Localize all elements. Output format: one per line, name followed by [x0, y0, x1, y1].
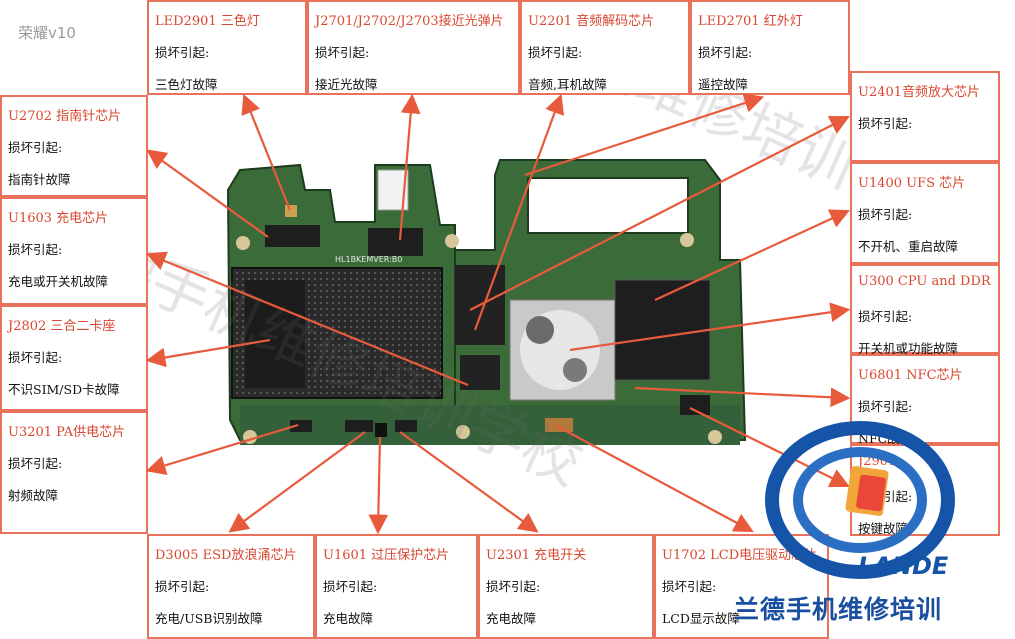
brand-tag: 荣耀v10 [18, 24, 76, 42]
component-title: U2702 指南针芯片 [8, 109, 122, 124]
component-title: U6801 NFC芯片 [858, 368, 963, 383]
component-fault: 充电故障 [323, 611, 374, 626]
component-cause: 损坏引起: [155, 45, 210, 60]
component-cause: 损坏引起: [858, 399, 913, 414]
board-cutout [527, 177, 689, 234]
component-d3005: D3005 ESD放浪涌芯片 损坏引起: 充电/USB识别故障 [147, 534, 315, 639]
component-cause: 损坏引起: [698, 45, 753, 60]
component-j2802: J2802 三合二卡座 损坏引起: 不识SIM/SD卡故障 [0, 305, 148, 411]
sim-connector [245, 280, 305, 388]
component-cause: 损坏引起: [528, 45, 583, 60]
component-title: U1603 充电芯片 [8, 211, 109, 226]
component-fault: 接近光故障 [315, 77, 378, 92]
component-title: U1601 过压保护芯片 [323, 548, 450, 563]
component-cause: 损坏引起: [323, 579, 378, 594]
component-cause: 损坏引起: [155, 579, 210, 594]
component-fault: 按键故障 [858, 521, 909, 536]
component-title: U2201 音频解码芯片 [528, 14, 655, 29]
component-cause: 损坏引起: [8, 350, 63, 365]
component-u2201: U2201 音频解码芯片 损坏引起: 音频,耳机故障 [520, 0, 690, 95]
component-title: U1702 LCD电压驱动芯片 [662, 548, 818, 563]
component-u2401: U2401音频放大芯片 损坏引起: [850, 71, 1000, 162]
component-u1400: U1400 UFS 芯片 损坏引起: 不开机、重启故障 [850, 162, 1000, 264]
component-fault: 不识SIM/SD卡故障 [8, 382, 120, 397]
component-cause: 损坏引起: [8, 242, 63, 257]
company-name: 兰德手机维修培训 [734, 595, 943, 624]
component-title: D3005 ESD放浪涌芯片 [155, 548, 297, 563]
component-title: U2301 充电开关 [486, 548, 587, 563]
component-fault: 射频故障 [8, 488, 59, 503]
ddr-chip [614, 279, 711, 381]
component-fault: 充电故障 [486, 611, 537, 626]
component-title: J2802 三合二卡座 [8, 319, 116, 334]
component-u1603: U1603 充电芯片 损坏引起: 充电或开关机故障 [0, 197, 148, 305]
proximity-contacts [368, 228, 423, 256]
component-cause: 损坏引起: [486, 579, 541, 594]
component-fault: 开关机或功能故障 [858, 341, 959, 356]
component-u3201: U3201 PA供电芯片 损坏引起: 射频故障 [0, 411, 148, 534]
component-fault: LCD显示故障 [662, 611, 740, 626]
component-led2901: LED2901 三色灯 损坏引起: 三色灯故障 [147, 0, 307, 95]
component-u300: U300 CPU and DDR 损坏引起: 开关机或功能故障 [850, 264, 1000, 356]
component-title: U2401音频放大芯片 [858, 85, 981, 100]
component-title: LED2701 红外灯 [698, 14, 803, 29]
lande-logo-icon [765, 421, 955, 579]
led-chip [285, 205, 297, 217]
component-fault: 充电或开关机故障 [8, 274, 109, 289]
pmic-chip [455, 265, 505, 345]
component-cause: 损坏引起: [662, 579, 717, 594]
component-cause: 损坏引起: [8, 140, 63, 155]
logo-wordmark: LANDE [858, 552, 949, 580]
component-fault: 遥控故障 [698, 77, 749, 92]
component-cause: 损坏引起: [858, 116, 913, 131]
board-version-label: HL1BKEMVER:B0 [335, 255, 402, 264]
component-fault: 音频,耳机故障 [528, 77, 607, 92]
component-u1601: U1601 过压保护芯片 损坏引起: 充电故障 [315, 534, 478, 639]
component-title: U300 CPU and DDR [858, 274, 991, 289]
component-u2301: U2301 充电开关 损坏引起: 充电故障 [478, 534, 654, 639]
component-title: U3201 PA供电芯片 [8, 425, 126, 440]
component-cause: 损坏引起: [8, 456, 63, 471]
component-fault: 不开机、重启故障 [858, 239, 959, 254]
component-cause: 损坏引起: [315, 45, 370, 60]
component-cause: 损坏引起: [858, 309, 913, 324]
component-cause: 损坏引起: [858, 207, 913, 222]
component-title: LED2901 三色灯 [155, 14, 260, 29]
component-title: U1400 UFS 芯片 [858, 176, 966, 191]
component-title: J2701/J2702/J2703接近光弹片 [315, 14, 504, 29]
component-fault: 指南针故障 [8, 172, 71, 187]
component-led2701: LED2701 红外灯 损坏引起: 遥控故障 [690, 0, 850, 95]
component-j2701: J2701/J2702/J2703接近光弹片 损坏引起: 接近光故障 [307, 0, 520, 95]
component-fault: 充电/USB识别故障 [155, 611, 263, 626]
component-fault: 三色灯故障 [155, 77, 218, 92]
component-u2702: U2702 指南针芯片 损坏引起: 指南针故障 [0, 95, 148, 197]
